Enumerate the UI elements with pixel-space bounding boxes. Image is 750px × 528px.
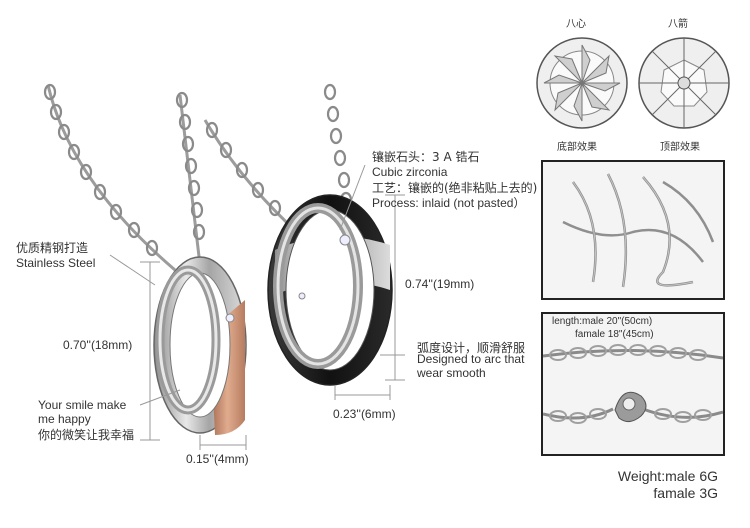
process-label-cn: 工艺：镶嵌的(绝非粘贴上去的)	[372, 181, 538, 195]
stone-label-cn: 镶嵌石头：3 A 锆石	[372, 150, 480, 164]
chain-length-male: length:male 20"(50cm)	[552, 316, 653, 327]
smile-label-en-2: me happy	[38, 412, 91, 426]
lobster-clasp	[614, 391, 647, 422]
weight-male: Weight:male 6G	[617, 468, 718, 484]
eight-arrows-label: 八箭	[668, 19, 688, 30]
arc-label-en-2: wear smooth	[417, 366, 486, 380]
chain-photo-detail	[541, 312, 725, 456]
bottom-effect-label: 底部效果	[557, 142, 597, 153]
chain-photo-coiled	[541, 160, 725, 300]
dimension-lines	[109, 164, 405, 450]
chain-length-female: famale 18"(45cm)	[575, 329, 654, 340]
left-chain-links	[43, 83, 282, 257]
dimension-height-left: 0.70''(18mm)	[63, 338, 133, 352]
right-pendant-chain	[323, 83, 353, 209]
coiled-chain-drawing	[562, 173, 715, 288]
smile-label-cn: 你的微笑让我幸福	[38, 428, 135, 442]
left-pendant-rings	[153, 256, 247, 435]
dimension-width-left: 0.15''(4mm)	[186, 452, 249, 466]
pendant-illustration	[43, 83, 405, 450]
process-label-en: Process: inlaid (not pasted）	[372, 196, 526, 210]
stone-label-en: Cubic zirconia	[372, 165, 448, 179]
diamond-bottom-icon	[536, 37, 628, 129]
weight-female: famale 3G	[653, 485, 718, 501]
detail-chain-drawing	[543, 344, 723, 424]
right-pendant-rings	[267, 194, 393, 386]
eight-hearts-label: 八心	[566, 19, 586, 30]
arc-label-en-1: Designed to arc that	[417, 352, 525, 366]
dimension-width-right: 0.23''(6mm)	[333, 407, 396, 421]
diamond-top-icon	[638, 37, 730, 129]
smile-label-en-1: Your smile make	[38, 398, 127, 412]
dimension-height-right: 0.74''(19mm)	[405, 277, 475, 291]
steel-label-cn: 优质精钢打造	[16, 241, 89, 255]
steel-label-en: Stainless Steel	[16, 256, 96, 270]
arc-label-cn: 弧度设计，顺滑舒服	[417, 341, 526, 355]
top-effect-label: 顶部效果	[660, 142, 700, 153]
